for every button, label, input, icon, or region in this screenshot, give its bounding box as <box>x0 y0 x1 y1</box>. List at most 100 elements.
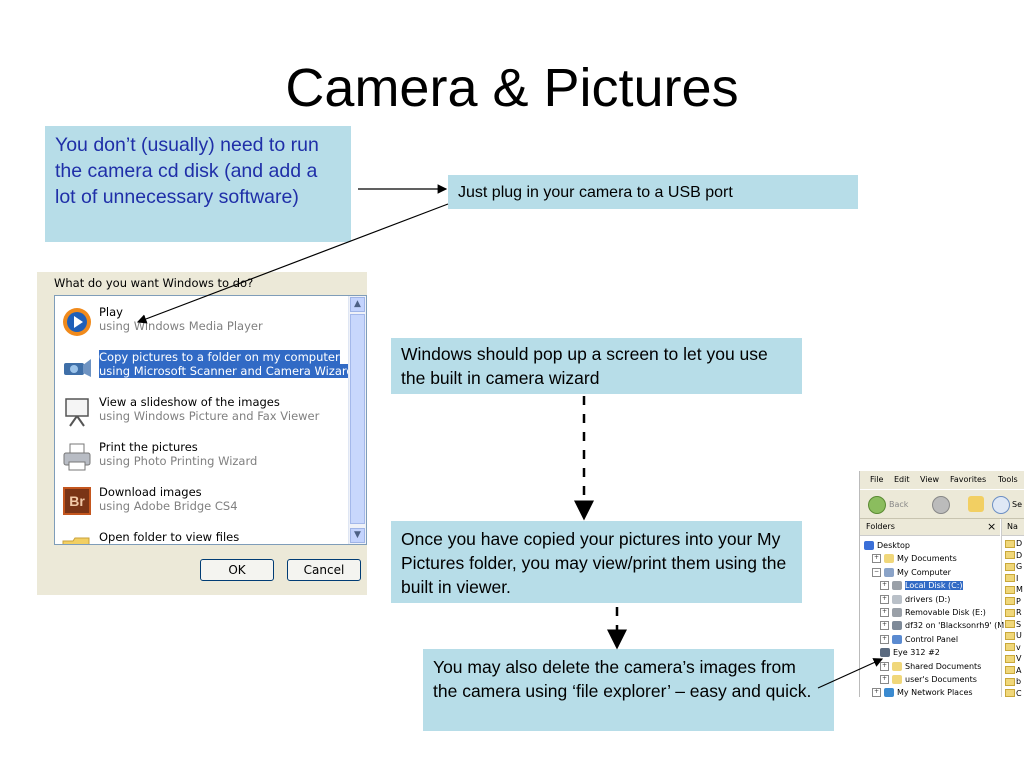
tree-item-label: My Network Places <box>897 688 973 697</box>
file-list-item-label: C <box>1016 688 1022 698</box>
back-label[interactable]: Back <box>889 500 909 509</box>
folder-icon <box>1005 562 1015 571</box>
folder-icon <box>1005 666 1015 674</box>
tree-item[interactable]: +user's Documents <box>880 675 977 687</box>
file-list-item-label: V <box>1016 654 1022 663</box>
folder-icon <box>1005 677 1015 686</box>
file-list-item-label: S <box>1016 619 1022 629</box>
file-list-item[interactable]: D <box>1004 551 1024 562</box>
menu-view[interactable]: View <box>920 475 939 484</box>
media-player-icon <box>63 308 91 336</box>
tree-item[interactable]: + df32 on 'Blacksonrh9' (M <box>880 621 1004 633</box>
expand-icon[interactable]: + <box>880 661 889 671</box>
tree-item[interactable]: Eye 312 #2 <box>880 648 940 660</box>
tree-item-label: My Computer <box>897 567 951 577</box>
folders-label: Folders <box>866 522 895 531</box>
expand-icon[interactable]: + <box>880 675 889 684</box>
file-list-item[interactable]: C <box>1004 688 1024 698</box>
menu-edit[interactable]: Edit <box>894 475 910 484</box>
autoplay-options-list: Play using Windows Media Player Copy pic… <box>54 295 367 545</box>
option-print[interactable]: Print the pictures using Photo Printing … <box>55 437 351 479</box>
tree-item[interactable]: +Shared Documents <box>880 661 981 674</box>
adobe-bridge-icon: Br <box>63 487 91 515</box>
tree-item[interactable]: + My Network Places <box>872 688 973 697</box>
file-list-item[interactable]: I <box>1004 574 1024 585</box>
file-list-item[interactable]: D <box>1004 539 1024 550</box>
tree-item[interactable]: +drivers (D:) <box>880 594 950 607</box>
file-list-item[interactable]: U <box>1004 631 1024 642</box>
tree-item[interactable]: +Removable Disk (E:) <box>880 608 986 620</box>
option-slideshow[interactable]: View a slideshow of the images using Win… <box>55 392 351 434</box>
name-header-label: Na <box>1007 522 1018 531</box>
file-list-item[interactable]: b <box>1004 677 1024 688</box>
folder-icon <box>1005 689 1015 697</box>
callout-cd-disk-note: You don’t (usually) need to run the came… <box>45 126 351 242</box>
folder-icon <box>1005 643 1015 651</box>
scroll-up-icon[interactable]: ▲ <box>350 297 365 312</box>
close-icon[interactable]: × <box>987 520 997 533</box>
file-list-item[interactable]: V <box>1004 654 1024 665</box>
tree-item-icon <box>880 648 890 658</box>
file-list-item-label: G <box>1016 562 1023 571</box>
slideshow-icon <box>65 398 89 427</box>
forward-arrow-icon[interactable] <box>932 496 950 514</box>
menu-file[interactable]: File <box>870 475 884 484</box>
menu-tools[interactable]: Tools <box>998 475 1018 484</box>
callout-delete-images: You may also delete the camera’s images … <box>423 649 834 731</box>
scroll-thumb[interactable] <box>350 314 365 524</box>
file-list-item[interactable]: v <box>1004 643 1024 654</box>
slide-title: Camera & Pictures <box>285 58 739 118</box>
file-list-item-label: P <box>1016 596 1021 606</box>
expand-icon[interactable]: + <box>872 554 881 564</box>
file-list-item-label: b <box>1016 677 1022 686</box>
tree-item[interactable]: +Local Disk (C:) <box>880 581 963 593</box>
options-scrollbar[interactable]: ▲ ▼ <box>348 296 366 544</box>
option-open-folder-title: Open folder to view files <box>99 530 240 544</box>
file-list-item-label: R <box>1016 608 1022 617</box>
expand-icon[interactable]: + <box>880 608 889 617</box>
file-list-item[interactable]: M <box>1004 585 1024 596</box>
folder-icon <box>1005 597 1015 605</box>
file-list-item[interactable]: A <box>1004 666 1024 677</box>
tree-item[interactable]: +Control Panel <box>880 634 958 647</box>
adobe-bridge-badge: Br <box>69 493 85 509</box>
menu-favorites[interactable]: Favorites <box>950 475 987 484</box>
expand-icon[interactable]: + <box>880 634 889 644</box>
file-list-item-label: M <box>1016 585 1023 594</box>
expand-icon[interactable]: + <box>872 688 881 697</box>
file-list-item-label: U <box>1016 631 1022 640</box>
file-list-item[interactable]: S <box>1004 620 1024 631</box>
explorer-toolbar: Back Se <box>860 489 1024 519</box>
option-play-subtitle: using Windows Media Player <box>99 319 263 333</box>
search-icon[interactable] <box>992 496 1010 514</box>
file-list-item-label: D <box>1016 539 1023 548</box>
back-arrow-icon[interactable] <box>868 496 886 514</box>
option-play[interactable]: Play using Windows Media Player <box>55 302 351 344</box>
file-list-item[interactable]: P <box>1004 597 1024 608</box>
expand-icon[interactable]: + <box>880 621 889 631</box>
option-open-folder[interactable]: Open folder to view files <box>55 527 351 544</box>
file-list-item[interactable]: R <box>1004 608 1024 619</box>
cancel-button[interactable]: Cancel <box>287 559 361 581</box>
option-copy-pictures[interactable]: Copy pictures to a folder on my computer… <box>55 347 354 389</box>
search-label[interactable]: Se <box>1012 500 1022 509</box>
tree-item[interactable]: − My Computer <box>872 567 951 580</box>
scroll-down-icon[interactable]: ▼ <box>350 528 365 543</box>
ok-button[interactable]: OK <box>200 559 274 581</box>
file-list-item[interactable]: G <box>1004 562 1024 573</box>
expand-icon[interactable]: + <box>880 581 889 591</box>
folder-icon <box>62 537 90 544</box>
tree-item[interactable]: +My Documents <box>872 554 957 566</box>
tree-item-icon <box>892 661 902 671</box>
collapse-icon[interactable]: − <box>872 567 881 577</box>
name-column-header[interactable]: Na <box>1002 519 1024 536</box>
expand-icon[interactable]: + <box>880 594 889 604</box>
folder-icon <box>1005 620 1015 628</box>
tree-item[interactable]: Desktop <box>864 541 910 553</box>
tree-item-label: df32 on 'Blacksonrh9' (M <box>905 621 1005 631</box>
up-folder-icon[interactable] <box>968 496 984 512</box>
folder-icon <box>1005 631 1015 640</box>
option-download[interactable]: Br Download images using Adobe Bridge CS… <box>55 482 351 524</box>
tree-item-icon <box>864 541 874 550</box>
